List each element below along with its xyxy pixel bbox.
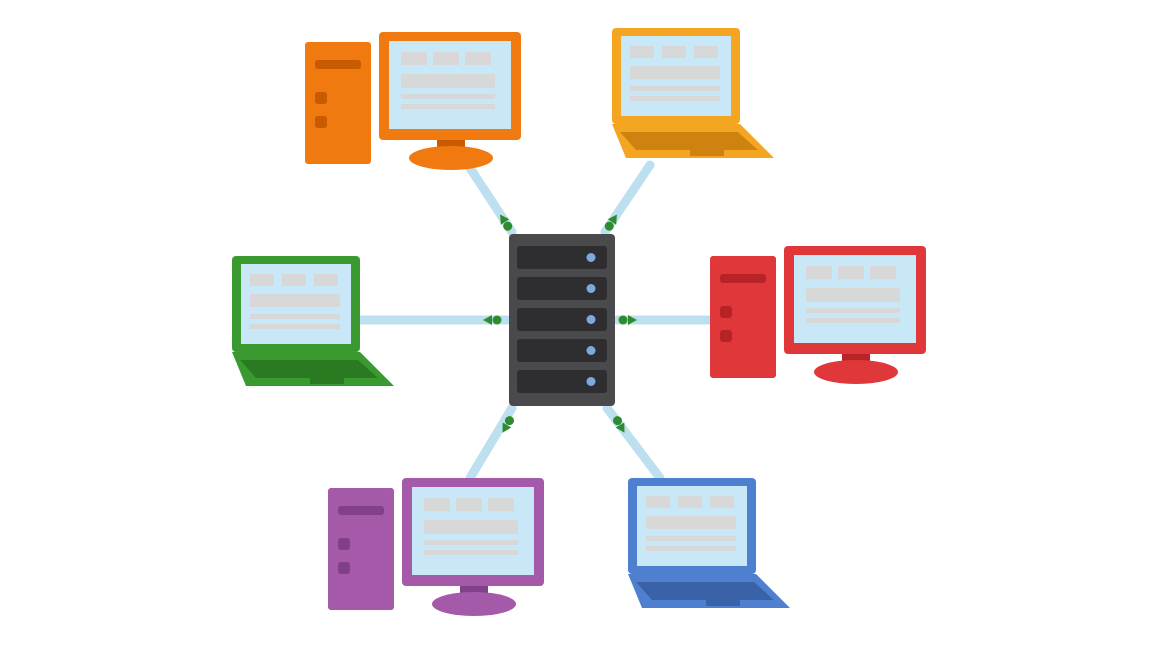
screen-block xyxy=(456,498,482,511)
arrow-icon xyxy=(502,416,514,433)
screen-block xyxy=(465,52,491,65)
screen-block xyxy=(662,46,686,58)
screen-block xyxy=(401,52,427,65)
laptop-icon xyxy=(628,478,790,608)
laptop-keyboard xyxy=(636,582,774,600)
screen-line xyxy=(401,94,495,99)
screen-block xyxy=(646,496,670,508)
screen-bar xyxy=(806,288,900,302)
screen-block xyxy=(433,52,459,65)
screen-bar xyxy=(630,66,720,79)
monitor-stand xyxy=(814,360,898,384)
screen-block xyxy=(870,266,896,279)
server-slot xyxy=(517,277,607,300)
screen-block xyxy=(282,274,306,286)
monitor-stand xyxy=(409,146,493,170)
desktop-computer-icon xyxy=(305,32,521,170)
arrow-icon xyxy=(613,416,625,433)
reset-button xyxy=(338,562,350,574)
screen-block xyxy=(424,498,450,511)
arrow-head xyxy=(502,422,512,433)
screen-block xyxy=(838,266,864,279)
drive-bay xyxy=(720,274,766,283)
screen-line xyxy=(401,104,495,109)
arrow-icon xyxy=(618,315,637,325)
server-led xyxy=(586,315,596,324)
reset-button xyxy=(315,116,327,128)
screen-line xyxy=(630,86,720,91)
screen-line xyxy=(424,550,518,555)
screen-block xyxy=(806,266,832,279)
screen-block xyxy=(250,274,274,286)
drive-bay xyxy=(315,60,361,69)
laptop-keyboard xyxy=(620,132,758,150)
screen-bar xyxy=(646,516,736,529)
screen-line xyxy=(646,536,736,541)
screen-line xyxy=(250,324,340,329)
tower-case xyxy=(305,42,371,164)
arrow-head xyxy=(483,315,492,325)
server-slot xyxy=(517,370,607,393)
arrow-icon xyxy=(500,214,513,231)
arrow-dot xyxy=(604,221,614,231)
server-led xyxy=(586,346,596,355)
screen-block xyxy=(678,496,702,508)
screen-block xyxy=(710,496,734,508)
screen-line xyxy=(806,318,900,323)
power-button xyxy=(338,538,350,550)
desktop-computer-icon xyxy=(710,246,926,384)
arrow-dot xyxy=(505,416,514,426)
drive-bay xyxy=(338,506,384,515)
server-led xyxy=(586,377,596,386)
laptop-trackpad xyxy=(310,376,344,384)
arrow-head xyxy=(615,422,625,433)
laptop-keyboard xyxy=(240,360,378,378)
tower-case xyxy=(710,256,776,378)
tower-case xyxy=(328,488,394,610)
arrow-dot xyxy=(613,416,622,426)
server-slot xyxy=(517,246,607,269)
screen-bar xyxy=(401,74,495,88)
arrow-dot xyxy=(503,221,513,231)
arrow-icon xyxy=(483,315,502,325)
arrow-head xyxy=(500,214,510,225)
reset-button xyxy=(720,330,732,342)
screen-block xyxy=(488,498,514,511)
monitor-stand xyxy=(432,592,516,616)
desktop-computer-icon xyxy=(328,478,544,616)
screen-bar xyxy=(250,294,340,307)
server-slot xyxy=(517,308,607,331)
server-rack-icon xyxy=(509,234,615,406)
arrow-icon xyxy=(604,214,617,231)
screen-line xyxy=(630,96,720,101)
laptop-icon xyxy=(232,256,394,386)
server-led xyxy=(586,284,596,293)
power-button xyxy=(315,92,327,104)
server-led xyxy=(586,253,596,262)
link-purple-desktop xyxy=(465,403,517,483)
server-slot xyxy=(517,339,607,362)
screen-line xyxy=(424,540,518,545)
link-yellow-laptop xyxy=(600,160,655,237)
laptop-icon xyxy=(612,28,774,158)
screen-line xyxy=(806,308,900,313)
laptop-trackpad xyxy=(706,598,740,606)
screen-bar xyxy=(424,520,518,534)
arrow-head xyxy=(628,315,637,325)
screen-line xyxy=(250,314,340,319)
screen-line xyxy=(646,546,736,551)
screen-block xyxy=(314,274,338,286)
laptop-trackpad xyxy=(690,148,724,156)
arrow-dot xyxy=(618,315,628,325)
screen-block xyxy=(694,46,718,58)
arrow-head xyxy=(607,214,617,225)
screen-block xyxy=(630,46,654,58)
arrow-dot xyxy=(492,315,502,325)
power-button xyxy=(720,306,732,318)
